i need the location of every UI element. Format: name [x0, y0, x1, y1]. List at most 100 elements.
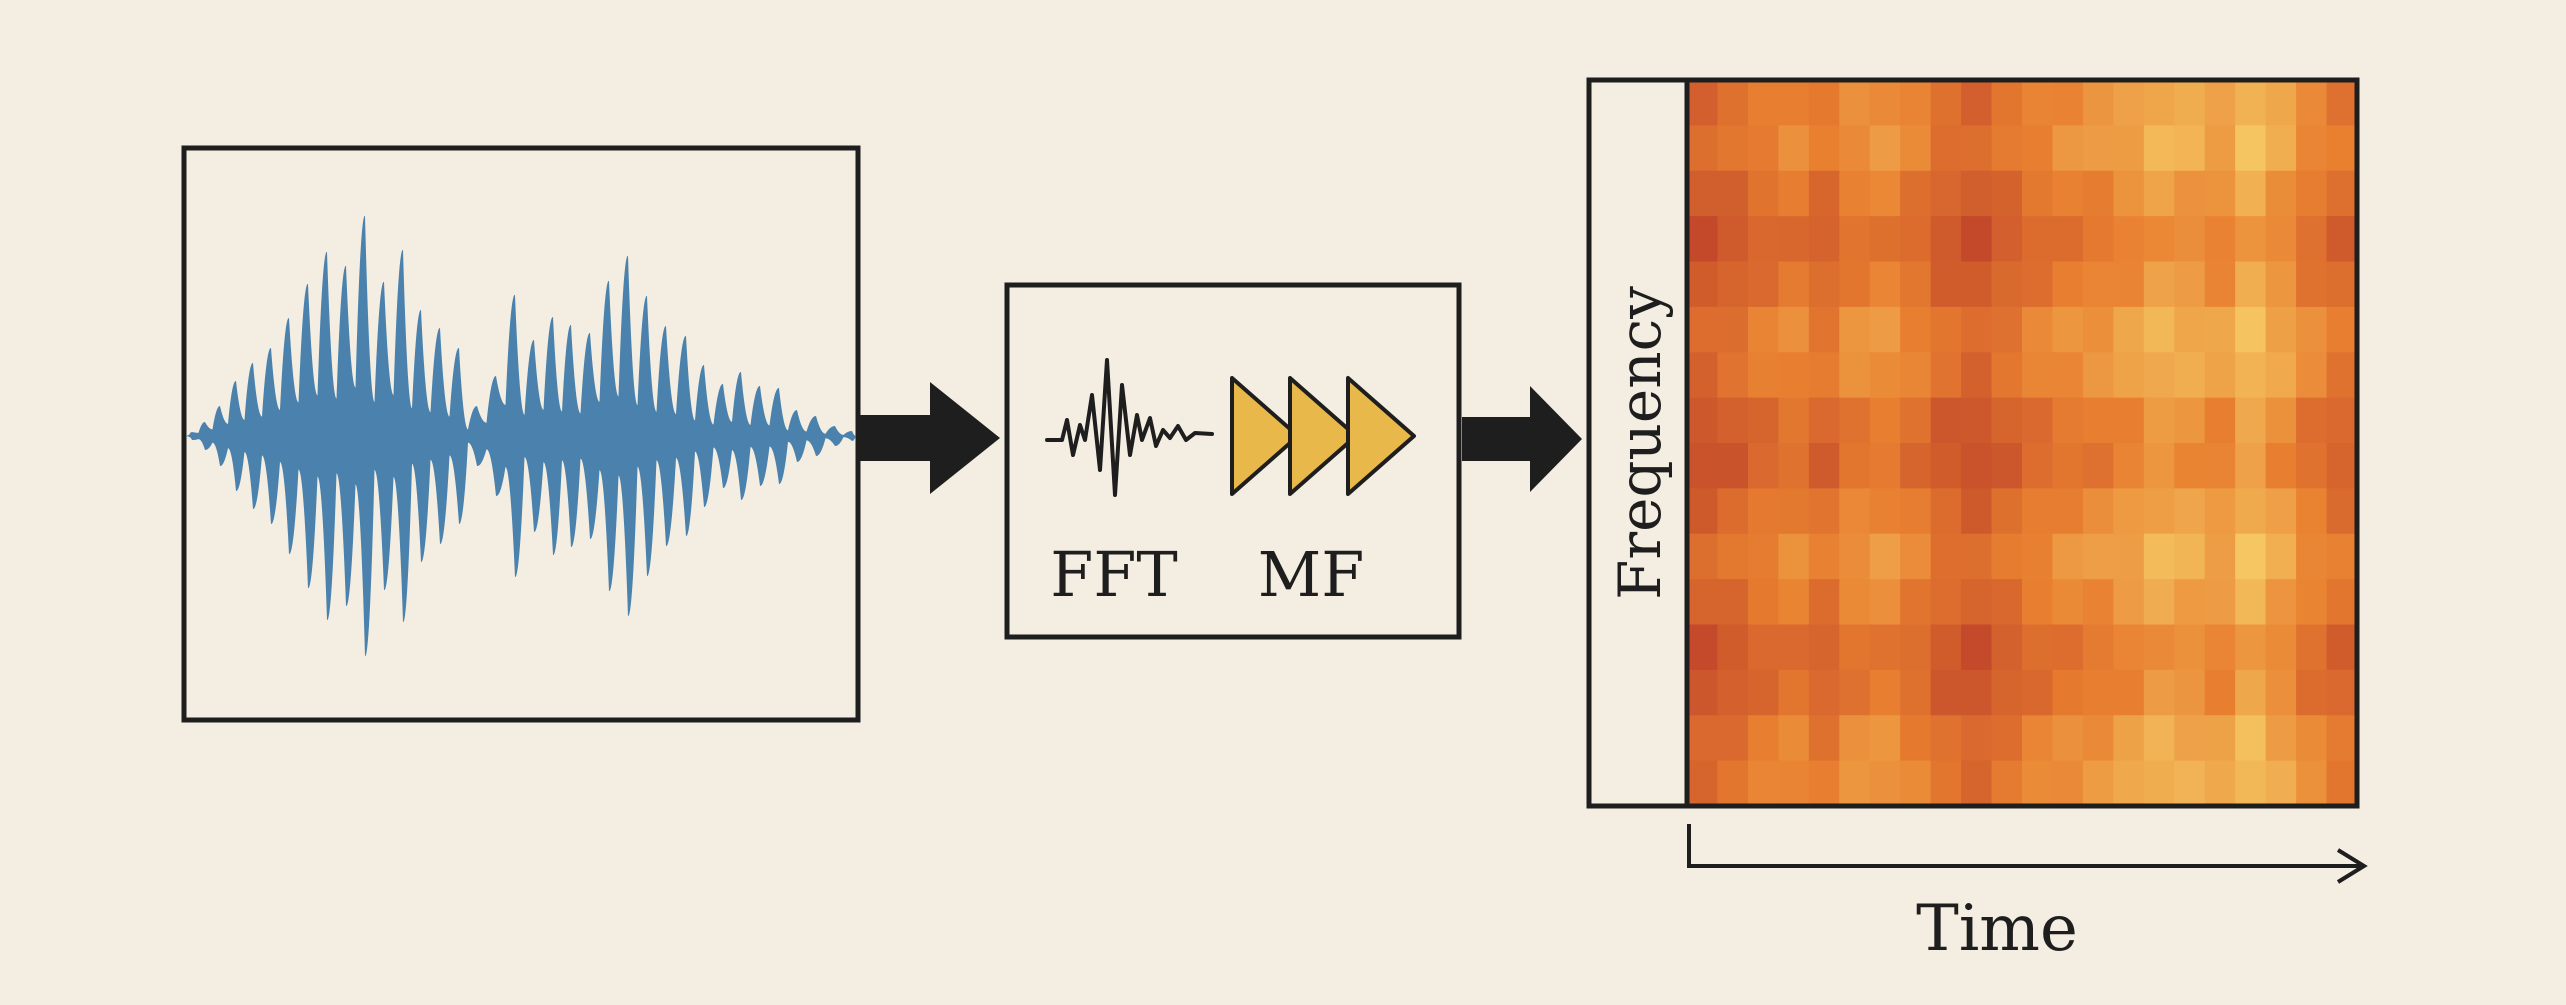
heatmap-cell	[1930, 170, 1962, 217]
heatmap-cell	[2113, 80, 2145, 126]
heatmap-cell	[1991, 579, 2023, 626]
heatmap-cell	[1808, 261, 1840, 308]
heatmap-cell	[2265, 669, 2297, 716]
heatmap-cell	[2143, 352, 2175, 399]
heatmap-cell	[1717, 760, 1749, 807]
heatmap-cell	[1747, 579, 1779, 626]
heatmap-cell	[1869, 579, 1901, 626]
heatmap-cell	[1839, 170, 1871, 217]
heatmap-cell	[2143, 170, 2175, 217]
heatmap-cell	[1808, 624, 1840, 671]
spectrogram-panel: Frequency Time	[1586, 77, 2368, 966]
heatmap-cell	[1961, 80, 1993, 126]
heatmap-cell	[1900, 533, 1932, 580]
heatmap-cell	[2265, 579, 2297, 626]
heatmap-cell	[2082, 488, 2114, 535]
heatmap-cell	[1687, 352, 1719, 399]
heatmap-cell	[1869, 170, 1901, 217]
heatmap-cell	[2265, 306, 2297, 353]
heatmap-cell	[2052, 624, 2084, 671]
heatmap-cell	[1869, 306, 1901, 353]
heatmap-cell	[2082, 443, 2114, 489]
heatmap-cell	[2174, 261, 2206, 308]
heatmap-cell	[1687, 125, 1719, 172]
heatmap-cell	[1869, 669, 1901, 716]
heatmap-cell	[1839, 443, 1871, 489]
heatmap-cell	[1747, 306, 1779, 353]
heatmap-cell	[2113, 715, 2145, 762]
heatmap-cell	[2204, 397, 2236, 444]
heatmap-cell	[1747, 352, 1779, 399]
heatmap-cell	[2052, 125, 2084, 172]
heatmap-cell	[2113, 669, 2145, 716]
heatmap-cell	[1961, 125, 1993, 172]
heatmap-cell	[2235, 669, 2267, 716]
heatmap-cell	[2204, 352, 2236, 399]
heatmap-cell	[2204, 216, 2236, 263]
heatmap-cell	[1687, 760, 1719, 807]
heatmap-cell	[2052, 170, 2084, 217]
heatmap-cell	[1778, 760, 1810, 807]
heatmap-cell	[2235, 306, 2267, 353]
heatmap-cell	[2296, 669, 2328, 716]
heatmap-cell	[2174, 760, 2206, 807]
heatmap-cell	[2052, 715, 2084, 762]
heatmap-cell	[2204, 533, 2236, 580]
heatmap-cell	[2082, 669, 2114, 716]
heatmap-cell	[2265, 216, 2297, 263]
heatmap-cell	[2265, 715, 2297, 762]
heatmap-cell	[1717, 715, 1749, 762]
heatmap-cell	[1991, 306, 2023, 353]
heatmap-cell	[1839, 488, 1871, 535]
heatmap-cell	[2052, 397, 2084, 444]
heatmap-cell	[2235, 397, 2267, 444]
heatmap-cell	[1778, 352, 1810, 399]
heatmap-cell	[1839, 669, 1871, 716]
heatmap-cell	[1687, 488, 1719, 535]
heatmap-cell	[1961, 397, 1993, 444]
heatmap-cell	[2265, 261, 2297, 308]
heatmap-cell	[1991, 669, 2023, 716]
heatmap-cell	[2082, 624, 2114, 671]
heatmap-cell	[2052, 579, 2084, 626]
heatmap-cell	[2082, 533, 2114, 580]
heatmap-cell	[2143, 624, 2175, 671]
heatmap-cell	[2296, 352, 2328, 399]
heatmap-cell	[2022, 80, 2054, 126]
heatmap-cell	[2296, 261, 2328, 308]
heatmap-cell	[1778, 80, 1810, 126]
heatmap-cell	[2082, 216, 2114, 263]
heatmap-cell	[1991, 443, 2023, 489]
heatmap-cell	[1687, 261, 1719, 308]
heatmap-cell	[2052, 669, 2084, 716]
heatmap-cell	[1869, 125, 1901, 172]
heatmap-cell	[2235, 760, 2267, 807]
heatmap-cell	[2113, 397, 2145, 444]
heatmap-cell	[2204, 488, 2236, 535]
heatmap-cell	[2265, 624, 2297, 671]
heatmap-cell	[1687, 624, 1719, 671]
heatmap-cell	[1961, 715, 1993, 762]
heatmap-cell	[1747, 760, 1779, 807]
heatmap-cell	[2204, 306, 2236, 353]
heatmap-cell	[2022, 352, 2054, 399]
heatmap-cell	[1930, 125, 1962, 172]
heatmap-cell	[2235, 80, 2267, 126]
heatmap-cell	[2052, 760, 2084, 807]
heatmap-cell	[1778, 624, 1810, 671]
heatmap-cell	[1869, 397, 1901, 444]
heatmap-cell	[2143, 397, 2175, 444]
heatmap-cell	[1839, 624, 1871, 671]
heatmap-cell	[2235, 488, 2267, 535]
heatmap-cell	[2326, 624, 2358, 671]
heatmap-cell	[2265, 125, 2297, 172]
heatmap-cell	[1930, 669, 1962, 716]
heatmap-cell	[1687, 397, 1719, 444]
heatmap-cell	[2296, 579, 2328, 626]
heatmap-cell	[1747, 397, 1779, 444]
heatmap-cell	[1687, 443, 1719, 489]
heatmap-cell	[2174, 216, 2206, 263]
heatmap-cell	[1900, 216, 1932, 263]
heatmap-cell	[1991, 80, 2023, 126]
